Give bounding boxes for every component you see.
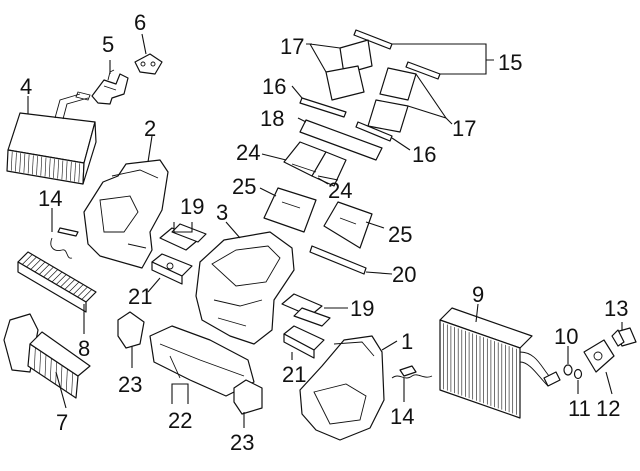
callout-22: 22 <box>168 408 192 433</box>
callout-24-left: 24 <box>236 140 260 165</box>
motor-lower-part <box>283 325 325 359</box>
callout-25-left: 25 <box>232 174 256 199</box>
bracket-part <box>91 69 129 105</box>
callout-19-upper: 19 <box>180 194 204 219</box>
callout-17-upper: 17 <box>280 34 304 59</box>
callout-14-lower: 14 <box>390 404 414 429</box>
callout-6: 6 <box>134 10 146 35</box>
duct-22-part <box>149 325 255 397</box>
callout-8: 8 <box>78 336 90 361</box>
callout-20: 20 <box>392 262 416 287</box>
callout-2: 2 <box>144 116 156 141</box>
callout-12: 12 <box>596 396 620 421</box>
filter-frame-part <box>3 313 91 399</box>
callout-13: 13 <box>604 296 628 321</box>
callout-19-lower: 19 <box>350 296 374 321</box>
expansion-plate-part <box>583 339 615 373</box>
callout-1: 1 <box>401 329 413 354</box>
o-ring-10-part <box>563 364 573 376</box>
callout-18: 18 <box>260 106 284 131</box>
callout-21-upper: 21 <box>128 284 152 309</box>
shaft-16a-part <box>299 97 393 142</box>
bracket-23-left-part <box>117 311 145 349</box>
actuator-upper-part <box>159 223 207 251</box>
callout-7: 7 <box>56 410 68 435</box>
callout-11: 11 <box>568 396 591 421</box>
callout-25-right: 25 <box>388 222 412 247</box>
callout-3: 3 <box>216 200 228 225</box>
heater-case-center-part <box>195 231 295 345</box>
callout-4: 4 <box>20 74 32 99</box>
bracket-23-lower-part <box>233 379 263 415</box>
expansion-valve-part <box>611 327 637 347</box>
callout-10: 10 <box>554 324 578 349</box>
heater-core-part <box>6 91 97 185</box>
link-18-part <box>299 119 383 161</box>
callout-5: 5 <box>102 32 114 57</box>
leader-lines <box>27 33 623 428</box>
motor-upper-part <box>151 253 193 285</box>
heater-case-lower-part <box>299 335 385 441</box>
heater-case-left-part <box>83 159 169 269</box>
callout-24-right: 24 <box>328 178 352 203</box>
rod-20-part <box>309 245 367 275</box>
seal-lower-part <box>367 67 417 133</box>
callout-15: 15 <box>498 50 522 75</box>
callout-23-left: 23 <box>118 372 142 397</box>
door-24-part <box>283 141 347 187</box>
callout-17-lower: 17 <box>452 116 476 141</box>
small-bracket-part <box>134 53 163 75</box>
evaporator-part <box>439 307 561 419</box>
callout-14-upper: 14 <box>38 186 62 211</box>
o-ring-11-part <box>573 368 583 380</box>
callout-labels: 1 2 3 4 5 6 7 8 9 10 11 12 13 14 14 15 1… <box>20 10 628 455</box>
seal-upper-part <box>325 39 373 101</box>
callout-16-upper: 16 <box>262 74 286 99</box>
sensor-lower-part <box>391 365 433 379</box>
callout-9: 9 <box>472 282 484 307</box>
callout-16-lower: 16 <box>412 142 436 167</box>
damper-25-part <box>263 187 373 249</box>
cabin-filter-part <box>17 251 97 313</box>
callout-21-lower: 21 <box>282 362 306 387</box>
actuator-lower-part <box>281 293 331 327</box>
sensor-upper-part <box>50 227 79 259</box>
callout-23-lower: 23 <box>230 430 254 455</box>
shaft-15-part <box>353 29 441 80</box>
